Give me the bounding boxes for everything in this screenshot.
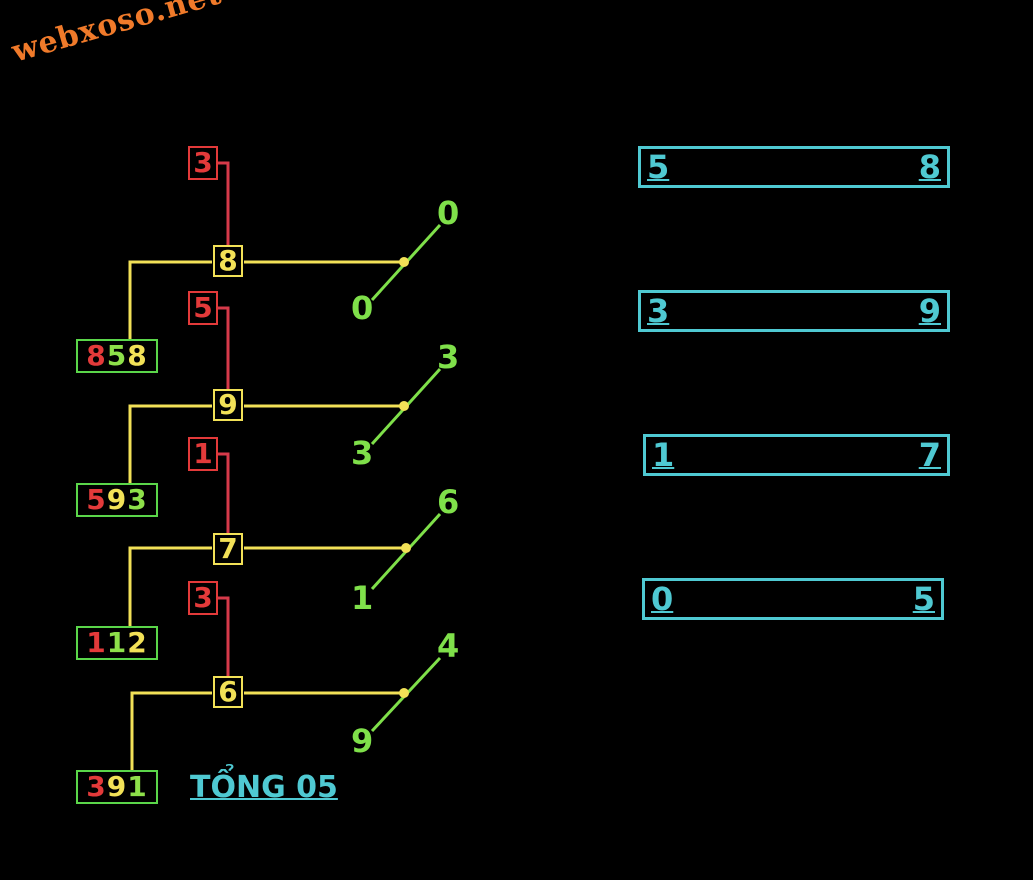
green-digit-bottom: 3 [351, 434, 374, 472]
green-digit-bottom: 1 [351, 579, 374, 617]
combo-digit: 9 [106, 483, 128, 516]
pair-right-digit: 8 [918, 148, 941, 186]
yellow-digit-box: 7 [213, 533, 243, 565]
green-digit-bottom: 9 [351, 722, 374, 760]
pair-box: 0 5 [642, 578, 944, 620]
yellow-digit-box: 6 [213, 676, 243, 708]
combo-digit: 8 [127, 339, 148, 372]
yellow-digit-box: 9 [213, 389, 243, 421]
combo-digit: 3 [127, 483, 148, 516]
junction-dot [399, 257, 409, 267]
yellow-connector [128, 260, 212, 340]
combo-digit: 1 [86, 626, 107, 659]
pair-right-digit: 5 [912, 580, 935, 618]
red-digit-box: 1 [188, 437, 218, 471]
pair-left-digit: 1 [652, 436, 675, 474]
green-digit-top: 0 [437, 194, 460, 232]
green-digit-top: 3 [437, 338, 460, 376]
yellow-connector [130, 691, 212, 771]
pair-right-digit: 9 [918, 292, 941, 330]
yellow-connector [128, 546, 212, 627]
pair-box: 5 8 [638, 146, 950, 188]
junction-dot [399, 688, 409, 698]
pair-left-digit: 3 [647, 292, 670, 330]
yellow-digit-box: 8 [213, 245, 243, 277]
total-label: TỔNG 05 [190, 770, 338, 805]
red-connector [218, 452, 230, 534]
red-digit-box: 3 [188, 581, 218, 615]
combo-digit: 3 [86, 770, 107, 803]
combo-digit: 8 [86, 339, 107, 372]
combo-digit: 9 [106, 770, 128, 803]
pair-right-digit: 7 [918, 436, 941, 474]
combo-digit: 5 [106, 339, 128, 372]
junction-dot [401, 543, 411, 553]
green-digit-top: 6 [437, 483, 460, 521]
red-digit-box: 3 [188, 146, 218, 180]
green-digit-top: 4 [437, 627, 460, 665]
green-digit-bottom: 0 [351, 289, 374, 327]
combo-digit: 5 [86, 483, 107, 516]
red-connector [218, 596, 230, 677]
red-connector [218, 306, 230, 390]
combo-digit: 1 [106, 626, 128, 659]
pair-box: 1 7 [643, 434, 950, 476]
red-connector [218, 161, 230, 246]
pair-box: 3 9 [638, 290, 950, 332]
pair-left-digit: 5 [647, 148, 670, 186]
red-digit-box: 5 [188, 291, 218, 325]
yellow-connector [128, 404, 212, 484]
combo-digit: 2 [127, 626, 148, 659]
junction-dot [399, 401, 409, 411]
combo-digit: 1 [127, 770, 148, 803]
pair-left-digit: 0 [651, 580, 674, 618]
